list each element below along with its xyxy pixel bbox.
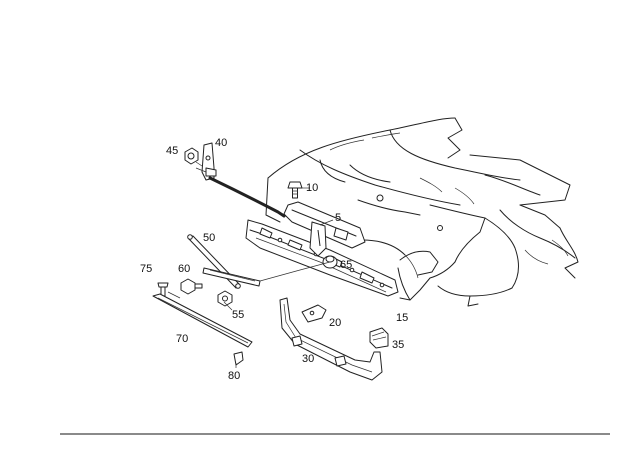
clip-80 <box>233 351 244 366</box>
bolt-55 <box>217 290 233 307</box>
callout-65: 65 <box>340 259 352 271</box>
bracket-40 <box>201 142 217 181</box>
grommet-65 <box>322 255 338 269</box>
clip-75 <box>157 282 169 297</box>
callout-55: 55 <box>232 309 244 321</box>
callout-20: 20 <box>329 317 341 329</box>
trim-strip-70 <box>152 293 253 348</box>
leader-lines <box>167 161 334 368</box>
nut-45 <box>184 147 199 165</box>
callout-30: 30 <box>302 353 314 365</box>
bolt-10 <box>287 181 303 199</box>
cross-member-15 <box>245 219 399 297</box>
vehicle-body-outline <box>265 117 579 307</box>
callout-35: 35 <box>392 339 404 351</box>
callout-70: 70 <box>176 333 188 345</box>
release-cable <box>208 176 286 218</box>
callout-5: 5 <box>335 212 341 224</box>
callout-45: 45 <box>166 145 178 157</box>
callout-15: 15 <box>396 312 408 324</box>
callout-80: 80 <box>228 370 240 382</box>
callout-60: 60 <box>178 263 190 275</box>
lower-bracket-30 <box>279 297 383 381</box>
callout-40: 40 <box>215 137 227 149</box>
plate-20 <box>301 304 327 323</box>
callout-labels: 40 45 10 5 50 75 60 65 55 20 15 70 35 30… <box>140 137 408 382</box>
support-rod-lower <box>202 261 331 287</box>
callout-75: 75 <box>140 263 152 275</box>
clip-35 <box>369 327 389 349</box>
callout-10: 10 <box>306 182 318 194</box>
callout-50: 50 <box>203 232 215 244</box>
bolt-60 <box>180 278 203 295</box>
